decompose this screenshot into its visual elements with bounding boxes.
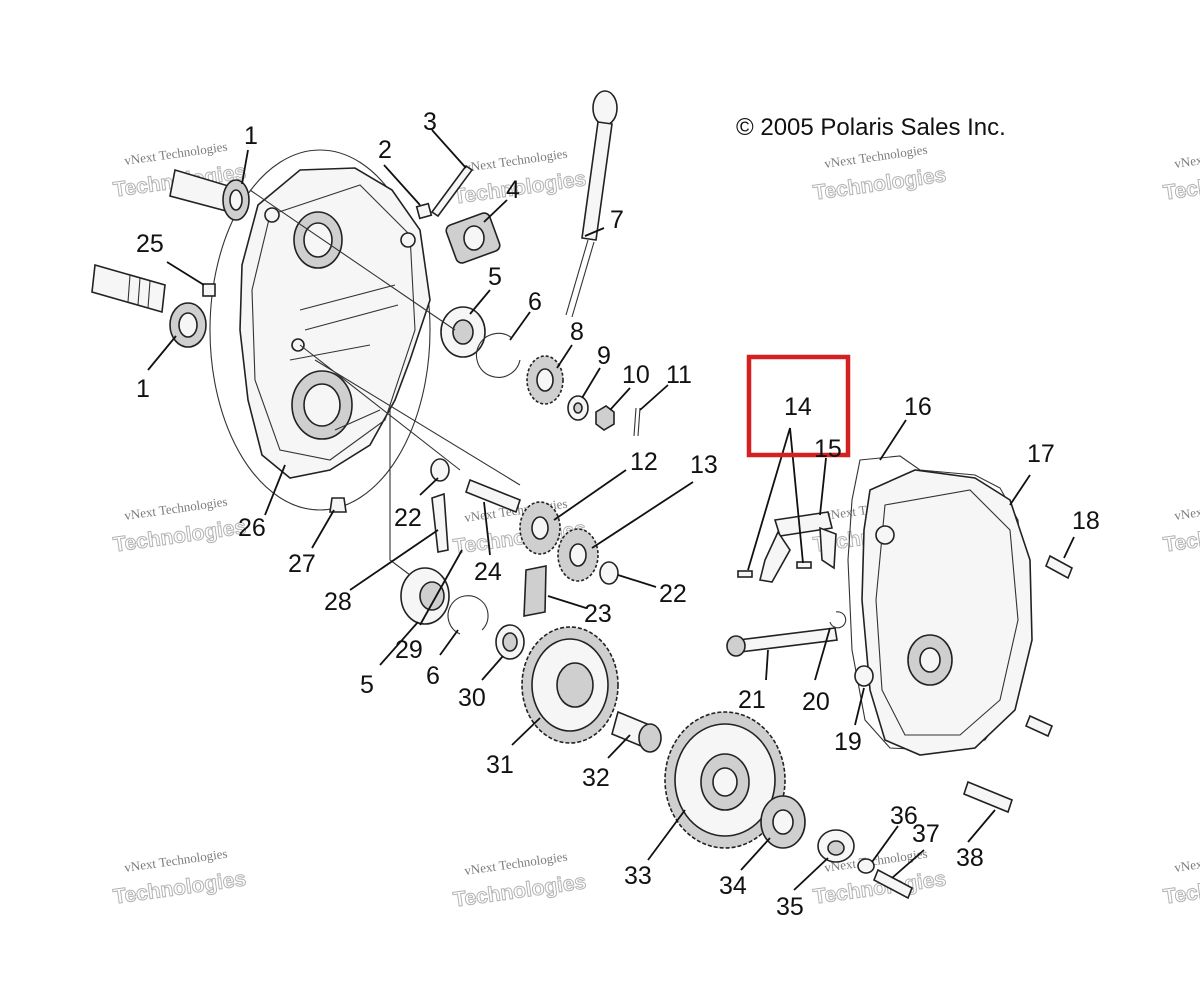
bolt-3 [430, 164, 474, 218]
callout-23: 23 [584, 600, 612, 628]
mount-4 [445, 212, 501, 264]
highlight-box-14 [746, 354, 851, 458]
washer-36 [857, 858, 875, 874]
bolt-38 [963, 780, 1013, 814]
watermark-text: vNext Technologies [463, 146, 568, 175]
bolt-cover [1024, 714, 1054, 738]
spacer-34 [760, 795, 806, 849]
callout-14: 14 [784, 393, 812, 421]
plug-25 [202, 283, 216, 297]
seal-19 [854, 665, 874, 687]
callout-22-left: 22 [394, 504, 422, 532]
shift-shaft-21 [726, 611, 847, 657]
bearing-32 [611, 710, 662, 753]
callout-37: 37 [912, 820, 940, 848]
bolt-37 [872, 868, 914, 900]
alignment-lines [249, 189, 521, 576]
callout-24: 24 [474, 558, 502, 586]
callout-12: 12 [630, 448, 658, 476]
copyright-notice: © 2005 Polaris Sales Inc. [736, 114, 1006, 141]
callout-6-lower: 6 [426, 662, 440, 690]
washer-30 [495, 624, 525, 660]
gear-8 [526, 355, 564, 405]
callout-8: 8 [570, 318, 584, 346]
bushing-2 [415, 202, 433, 220]
callout-25: 25 [136, 230, 164, 258]
bolt-18 [1044, 554, 1074, 580]
callout-22-right: 22 [659, 580, 687, 608]
callout-27: 27 [288, 550, 316, 578]
callout-36: 36 [890, 802, 918, 830]
callout-5-lower: 5 [360, 671, 374, 699]
callout-29: 29 [395, 636, 423, 664]
callout-16: 16 [904, 393, 932, 421]
callout-4: 4 [506, 176, 520, 204]
gearcase-cover-17 [861, 469, 1033, 756]
chain-23 [523, 565, 547, 617]
callout-10: 10 [622, 361, 650, 389]
watermark-text: vNext Technologies [823, 142, 928, 171]
callout-35: 35 [776, 893, 804, 921]
snap-ring-6-upper [475, 332, 521, 378]
watermark-text: vNext Technologies [1173, 846, 1200, 875]
gearcase-housing-left [209, 149, 431, 511]
snap-ring-6-lower [447, 595, 489, 635]
input-shaft-lower [91, 263, 207, 348]
seal-5-upper [440, 306, 486, 358]
seal-5-lower [400, 567, 450, 625]
cotter-pin-11 [633, 407, 641, 437]
callout-31: 31 [486, 751, 514, 779]
callout-5-upper: 5 [488, 263, 502, 291]
callout-34: 34 [719, 872, 747, 900]
sprocket-31 [521, 626, 619, 744]
callout-33: 33 [624, 862, 652, 890]
callout-labels: 1 2 3 4 7 25 5 6 8 9 10 11 1 14 16 15 17… [136, 108, 1100, 921]
callout-15: 15 [814, 435, 842, 463]
gear-33 [664, 711, 786, 849]
callout-9: 9 [597, 342, 611, 370]
gear-12 [519, 501, 561, 555]
leader-lines [147, 129, 1075, 891]
callout-11: 11 [666, 361, 692, 389]
callout-19: 19 [834, 728, 862, 756]
callout-3: 3 [423, 108, 437, 136]
callout-38: 38 [956, 844, 984, 872]
callout-13: 13 [690, 451, 718, 479]
callout-28: 28 [324, 588, 352, 616]
shaft-24 [465, 478, 521, 514]
callout-7: 7 [610, 206, 624, 234]
callout-1-lower: 1 [136, 375, 150, 403]
callout-2: 2 [378, 136, 392, 164]
watermark-text: vNext Technologies [123, 846, 228, 875]
gear-13 [557, 528, 599, 582]
output-shaft-upper [169, 168, 250, 221]
callout-20: 20 [802, 688, 830, 716]
callout-17: 17 [1027, 440, 1055, 468]
washer-35 [817, 829, 855, 863]
watermark-text: vNext Technologies [1173, 142, 1200, 171]
nut-10 [595, 405, 615, 431]
shift-fork-14 [737, 511, 837, 583]
bracket-28 [431, 492, 449, 553]
washer-22-right [599, 561, 619, 585]
drain-plug-27 [329, 497, 347, 513]
callout-26: 26 [238, 514, 266, 542]
watermark-text: vNext Technologies [123, 139, 228, 168]
dipstick-7 [565, 90, 618, 318]
washer-9 [567, 395, 589, 421]
callout-1-upper: 1 [244, 122, 258, 150]
callout-21: 21 [738, 686, 766, 714]
watermark-text: vNext Technologies [123, 494, 228, 523]
callout-18: 18 [1072, 507, 1100, 535]
callout-30: 30 [458, 684, 486, 712]
callout-32: 32 [582, 764, 610, 792]
callout-6-upper: 6 [528, 288, 542, 316]
watermark-text: vNext Technologies [1173, 494, 1200, 523]
washer-22-left [430, 458, 450, 482]
watermark-text: vNext Technologies [463, 849, 568, 878]
